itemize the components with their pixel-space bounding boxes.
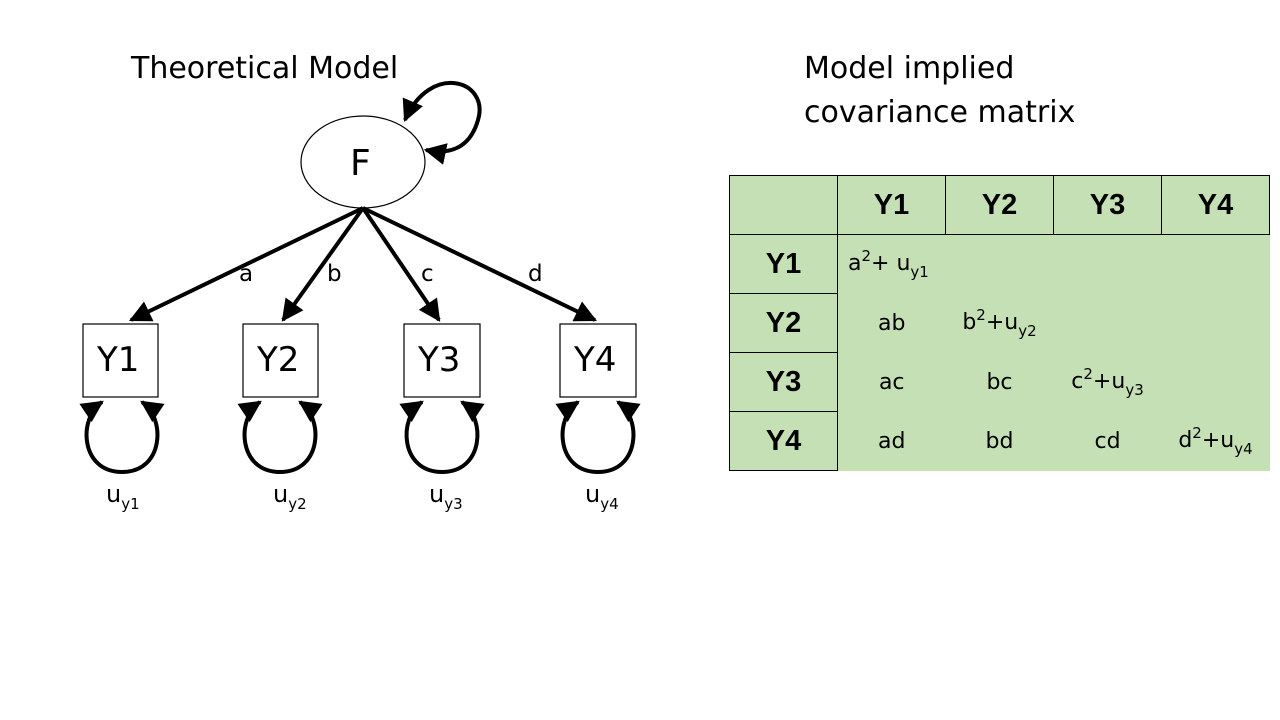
indicator-label-y4: Y4	[574, 340, 617, 380]
matrix-row: Y4 ad bd cd d2+uy4	[729, 411, 1270, 471]
matrix-row-header: Y2	[729, 293, 838, 353]
residual-label-y4: uy4	[585, 480, 619, 513]
residual-loop-y1	[79, 400, 165, 475]
matrix-cell: a2+ uy1	[837, 234, 946, 294]
indicator-label-y3: Y3	[418, 340, 461, 380]
loading-arrow-d	[362, 206, 597, 322]
matrix-cell: c2+uy3	[1053, 352, 1162, 412]
matrix-cell-empty	[1053, 234, 1162, 294]
factor-variance-loop	[402, 80, 482, 165]
matrix-col-header: Y4	[1161, 175, 1270, 235]
matrix-cell: d2+uy4	[1161, 411, 1270, 471]
path-label-d: d	[528, 261, 543, 287]
matrix-cell-empty	[1161, 352, 1270, 412]
path-label-a: a	[239, 261, 254, 287]
matrix-cell: cd	[1053, 411, 1162, 471]
factor-label: F	[350, 143, 371, 184]
residual-label-y1: uy1	[106, 480, 140, 513]
indicator-label-y2: Y2	[257, 340, 300, 380]
loading-arrow-a	[129, 206, 364, 322]
covariance-matrix-table: Y1 Y2 Y3 Y4 Y1 a2+ uy1 Y2 ab b2+uy2 Y3 a…	[729, 175, 1270, 471]
matrix-cell: bc	[945, 352, 1054, 412]
matrix-row-header: Y1	[729, 234, 838, 294]
matrix-col-header: Y1	[837, 175, 946, 235]
residual-label-y2: uy2	[273, 480, 307, 513]
indicator-box-y3	[403, 323, 481, 398]
matrix-col-header: Y3	[1053, 175, 1162, 235]
matrix-row: Y1 a2+ uy1	[729, 234, 1270, 294]
path-label-c: c	[421, 261, 434, 287]
matrix-title-line1: Model implied	[804, 51, 1015, 86]
matrix-row: Y2 ab b2+uy2	[729, 293, 1270, 353]
matrix-row-header: Y3	[729, 352, 838, 412]
matrix-cell: ad	[837, 411, 946, 471]
matrix-cell-empty	[1161, 234, 1270, 294]
indicator-label-y1: Y1	[97, 340, 140, 380]
matrix-header-row: Y1 Y2 Y3 Y4	[729, 175, 1270, 235]
model-title: Theoretical Model	[131, 51, 399, 86]
matrix-row-header: Y4	[729, 411, 838, 471]
loading-arrow-c	[361, 206, 441, 322]
matrix-cell: b2+uy2	[945, 293, 1054, 353]
residual-loop-y4	[555, 400, 641, 475]
matrix-cell-empty	[1161, 293, 1270, 353]
residual-loop-y2	[237, 400, 323, 475]
indicator-box-y1	[82, 323, 159, 398]
matrix-cell: ab	[837, 293, 946, 353]
matrix-row: Y3 ac bc c2+uy3	[729, 352, 1270, 412]
path-label-b: b	[327, 261, 342, 287]
indicator-box-y2	[242, 323, 319, 398]
indicator-box-y4	[559, 323, 637, 398]
matrix-cell: ac	[837, 352, 946, 412]
matrix-cell-empty	[945, 234, 1054, 294]
loading-arrow-b	[281, 206, 365, 322]
matrix-cell: bd	[945, 411, 1054, 471]
residual-loop-y3	[399, 400, 485, 475]
matrix-cell-empty	[1053, 293, 1162, 353]
matrix-col-header: Y2	[945, 175, 1054, 235]
matrix-title-line2: covariance matrix	[804, 95, 1076, 130]
residual-label-y3: uy3	[429, 480, 463, 513]
matrix-corner-cell	[729, 175, 838, 235]
